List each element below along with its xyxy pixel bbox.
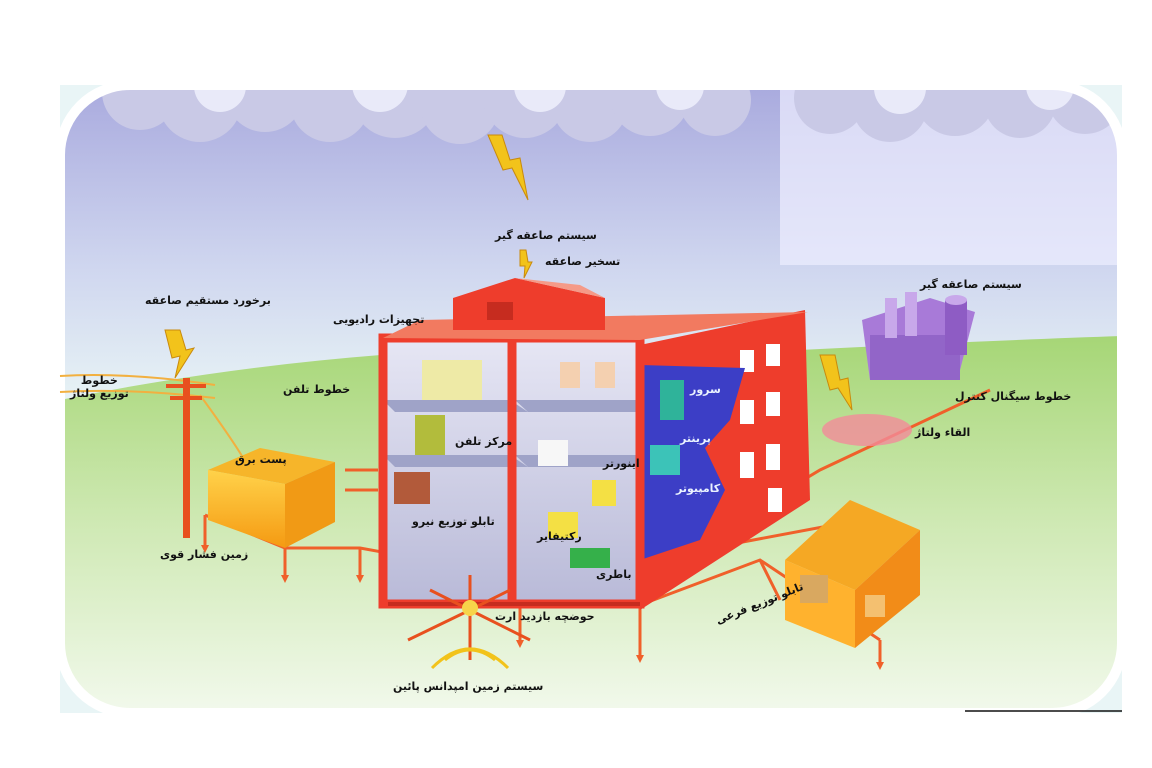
earth-pit-center <box>462 600 478 616</box>
label-battery: باطری <box>596 568 632 581</box>
lightning-bolts <box>164 134 853 411</box>
equipment <box>394 360 684 568</box>
label-direct-strike: برخورد مستقیم صاعقه <box>145 294 271 307</box>
label-phone-center: مرکز تلفن <box>455 435 513 448</box>
label-control-signal-lines: خطوط سیگنال کنترل <box>955 390 1072 403</box>
label-phone-lines: خطوط تلفن <box>283 383 351 396</box>
label-distribution-lines: خطوط توزیع ولتاژ <box>70 374 129 400</box>
label-power-panel: تابلو توزیع نیرو <box>412 515 495 528</box>
substation-building <box>208 448 335 548</box>
earth-arrows <box>201 545 884 670</box>
label-induced-voltage: القاء ولتاژ <box>915 426 971 439</box>
induction-zone <box>822 414 912 446</box>
sub-panel-building <box>785 500 920 648</box>
label-radio-equipment: تجهیزات رادیویی <box>333 313 425 326</box>
utility-pole <box>166 378 206 538</box>
label-server: سرور <box>690 383 721 396</box>
frame-border <box>55 80 1127 718</box>
factory <box>862 292 975 380</box>
label-substation: پست برق <box>235 453 287 466</box>
label-lightning-system-top: سیستم صاعقه گیر <box>495 229 597 242</box>
label-inverter: اینورتر <box>603 457 640 470</box>
label-lightning-catcher: تسخیر صاعقه <box>545 255 621 268</box>
label-earth-inspection-pit: حوضچه بازدید ارت <box>495 610 595 623</box>
label-lightning-system-right: سیستم صاعقه گیر <box>920 278 1022 291</box>
clouds <box>102 85 1122 144</box>
label-rectifier: رکتیفایر <box>537 530 582 543</box>
label-low-impedance-earth: سیستم زمین امپدانس پائین <box>393 680 544 693</box>
label-computer: کامپیوتر <box>676 482 721 495</box>
label-printer: پرینتر <box>680 432 711 445</box>
label-high-voltage-earth: زمین فشار قوی <box>160 548 249 561</box>
